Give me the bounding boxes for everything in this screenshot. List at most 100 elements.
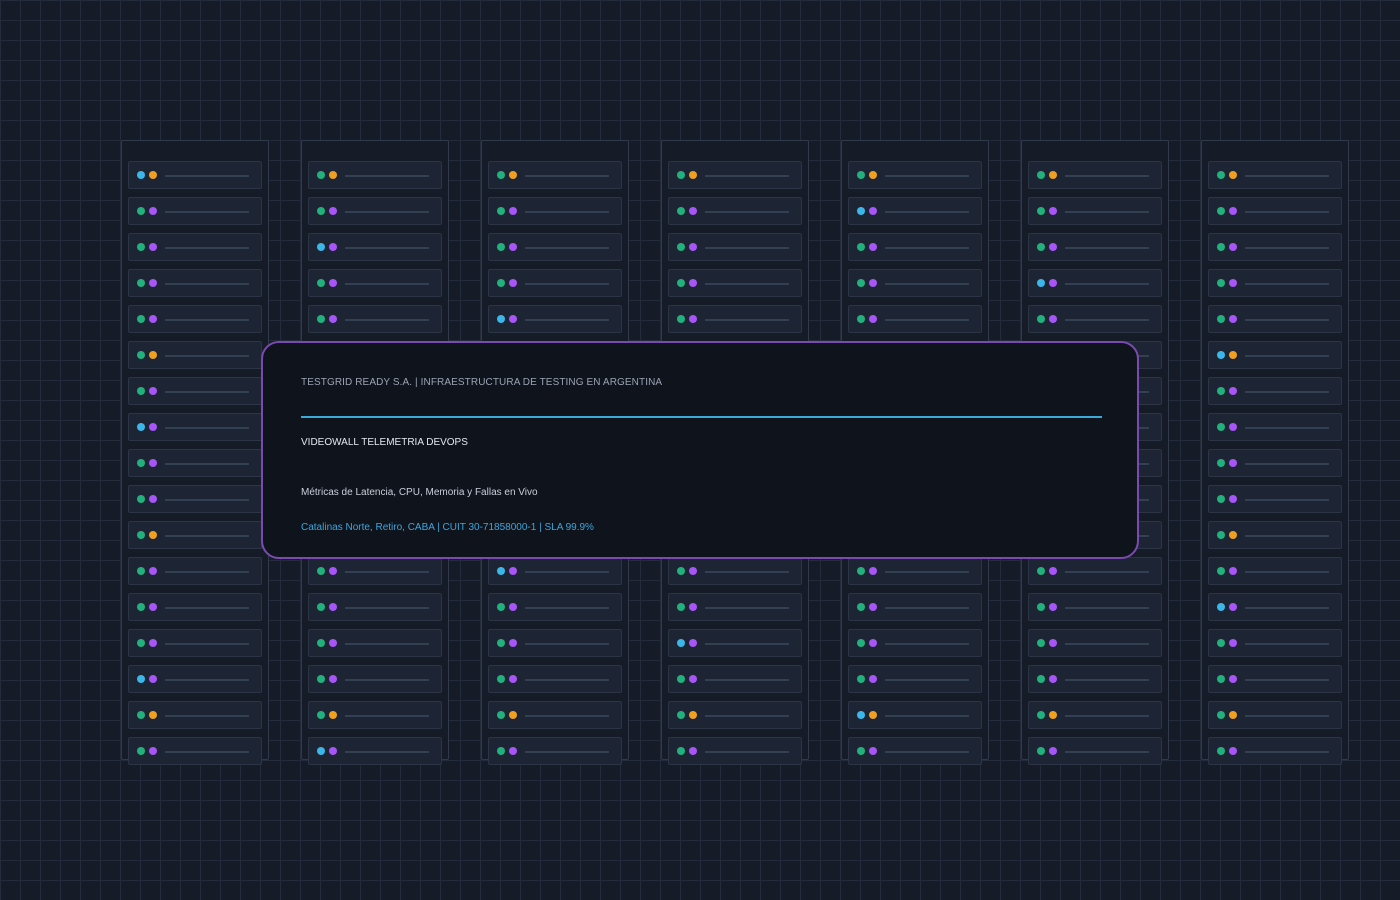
status-led <box>1037 243 1045 251</box>
status-led <box>689 567 697 575</box>
unit-bar <box>705 283 789 285</box>
rack-unit <box>848 197 982 225</box>
status-led <box>1217 531 1225 539</box>
status-led <box>509 675 517 683</box>
unit-bar <box>1245 607 1329 609</box>
unit-bar <box>1065 175 1149 177</box>
status-led <box>1049 603 1057 611</box>
status-led <box>1037 639 1045 647</box>
unit-bar <box>525 211 609 213</box>
status-led <box>329 675 337 683</box>
status-led <box>1229 387 1237 395</box>
unit-bar <box>525 319 609 321</box>
status-led <box>857 711 865 719</box>
unit-bar <box>525 283 609 285</box>
rack-unit <box>848 305 982 333</box>
status-led <box>677 675 685 683</box>
rack-unit <box>488 161 622 189</box>
status-led <box>1049 639 1057 647</box>
status-led <box>1037 279 1045 287</box>
rack-unit <box>128 233 262 261</box>
rack-unit <box>308 593 442 621</box>
rack-unit <box>1028 557 1162 585</box>
status-led <box>677 243 685 251</box>
status-led <box>149 531 157 539</box>
rack-unit <box>488 593 622 621</box>
rack-unit <box>488 629 622 657</box>
rack-unit <box>848 557 982 585</box>
rack-unit <box>1028 737 1162 765</box>
rack-unit <box>308 701 442 729</box>
status-led <box>689 711 697 719</box>
status-led <box>689 171 697 179</box>
status-led <box>317 675 325 683</box>
rack-unit <box>128 593 262 621</box>
rack-unit <box>1208 593 1342 621</box>
rack-unit <box>488 665 622 693</box>
status-led <box>497 243 505 251</box>
status-led <box>677 747 685 755</box>
server-rack <box>121 140 269 765</box>
status-led <box>509 243 517 251</box>
unit-bar <box>345 319 429 321</box>
unit-bar <box>345 679 429 681</box>
status-led <box>1217 675 1225 683</box>
status-led <box>857 747 865 755</box>
status-led <box>869 639 877 647</box>
status-led <box>509 711 517 719</box>
status-led <box>149 279 157 287</box>
status-led <box>497 603 505 611</box>
rack-unit <box>488 737 622 765</box>
status-led <box>137 603 145 611</box>
status-led <box>509 315 517 323</box>
status-led <box>137 387 145 395</box>
unit-bar <box>165 463 249 465</box>
unit-bar <box>345 751 429 753</box>
rack-unit <box>1208 161 1342 189</box>
status-led <box>497 567 505 575</box>
rack-unit <box>848 737 982 765</box>
status-led <box>317 315 325 323</box>
unit-bar <box>705 679 789 681</box>
unit-bar <box>885 211 969 213</box>
unit-bar <box>1065 643 1149 645</box>
unit-bar <box>1245 535 1329 537</box>
rack-unit <box>308 233 442 261</box>
rack-unit <box>848 161 982 189</box>
status-led <box>497 747 505 755</box>
rack-unit <box>668 593 802 621</box>
status-led <box>509 171 517 179</box>
unit-bar <box>1245 427 1329 429</box>
status-led <box>677 603 685 611</box>
rack-unit <box>1208 413 1342 441</box>
rack-unit <box>128 341 262 369</box>
status-led <box>1217 603 1225 611</box>
unit-bar <box>1065 571 1149 573</box>
status-led <box>869 279 877 287</box>
status-led <box>329 639 337 647</box>
rack-unit <box>668 557 802 585</box>
status-led <box>677 279 685 287</box>
rack-unit <box>1028 629 1162 657</box>
unit-bar <box>1245 679 1329 681</box>
unit-bar <box>165 679 249 681</box>
status-led <box>137 423 145 431</box>
status-led <box>1229 351 1237 359</box>
status-led <box>677 567 685 575</box>
unit-bar <box>1065 211 1149 213</box>
status-led <box>1217 351 1225 359</box>
status-led <box>869 207 877 215</box>
status-led <box>329 279 337 287</box>
status-led <box>137 243 145 251</box>
unit-bar <box>345 715 429 717</box>
status-led <box>137 495 145 503</box>
unit-bar <box>165 283 249 285</box>
status-led <box>1217 171 1225 179</box>
rack-unit <box>128 305 262 333</box>
rack-unit <box>848 233 982 261</box>
rack-unit <box>488 557 622 585</box>
status-led <box>857 171 865 179</box>
unit-bar <box>1245 319 1329 321</box>
status-led <box>497 639 505 647</box>
status-led <box>1049 711 1057 719</box>
